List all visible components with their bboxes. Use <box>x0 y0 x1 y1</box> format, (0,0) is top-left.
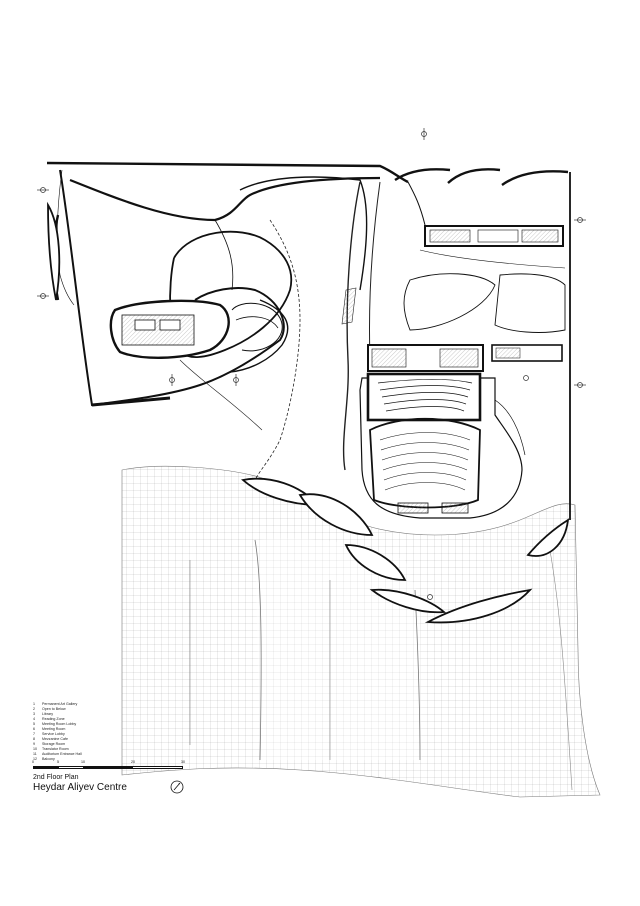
petal-openings <box>47 201 570 624</box>
auditorium <box>359 372 526 519</box>
scale-segment <box>34 767 59 768</box>
service-band <box>367 344 563 372</box>
plan-subtitle: 2nd Floor Plan <box>33 774 79 781</box>
scale-tick-label: 0 <box>32 760 34 764</box>
scale-ticks: 0 5 10 20 30 <box>32 760 185 766</box>
scale-tick-label: 20 <box>131 760 135 764</box>
scale-tick-label: 10 <box>81 760 85 764</box>
scale-segment <box>83 767 133 768</box>
north-arrow-icon <box>170 780 184 794</box>
scale-tick-label: 30 <box>181 760 185 764</box>
section-markers <box>37 128 586 600</box>
plan-title: Heydar Aliyev Centre <box>33 782 127 793</box>
northeast-wing <box>394 168 571 520</box>
scale-bar: 0 5 10 20 30 <box>32 760 185 774</box>
west-room-block <box>109 299 279 359</box>
scale-segment <box>58 767 84 768</box>
scale-segment <box>132 767 182 768</box>
scale-bar-segments <box>33 766 183 769</box>
scale-tick-label: 5 <box>57 760 59 764</box>
central-circulation <box>179 181 381 481</box>
west-wing <box>46 161 409 407</box>
